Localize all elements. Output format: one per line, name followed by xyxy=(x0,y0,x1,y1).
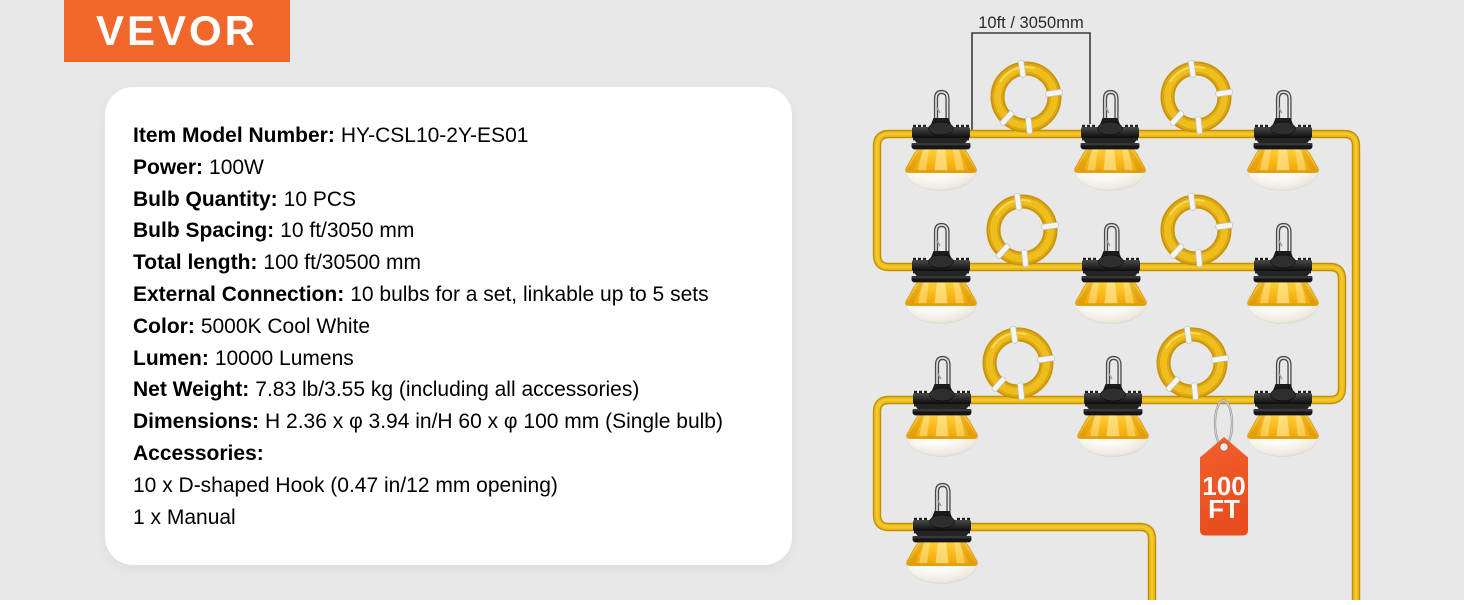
spec-value: 100 ft/30500 mm xyxy=(263,251,422,275)
spec-label: Total length: xyxy=(133,251,258,275)
spec-row: Bulb Spacing:10 ft/3050 mm xyxy=(133,215,768,247)
spec-value: 10 PCS xyxy=(283,187,357,211)
accessory-item: 1 x Manual xyxy=(133,505,236,529)
cable-coil xyxy=(1155,56,1237,138)
spec-value: 5000K Cool White xyxy=(200,314,371,338)
spec-label: Bulb Quantity: xyxy=(133,187,278,211)
tag-body xyxy=(1200,437,1248,536)
string-light-svg: 10ft / 3050mm xyxy=(872,14,1361,600)
spec-row: Total length:100 ft/30500 mm xyxy=(133,247,768,279)
spec-label: Dimensions: xyxy=(133,410,260,434)
spec-value: HY-CSL10-2Y-ES01 xyxy=(340,124,529,147)
spacing-label: 10ft / 3050mm xyxy=(978,14,1083,32)
spec-value: 100W xyxy=(209,155,264,179)
work-light xyxy=(907,358,978,457)
accessory-item: 10 x D-shaped Hook (0.47 in/12 mm openin… xyxy=(133,473,558,497)
spec-label: Color: xyxy=(133,314,195,338)
tag-length-value: 100 xyxy=(1202,471,1245,501)
work-light xyxy=(906,92,977,191)
cable-coil xyxy=(977,322,1059,404)
spec-value: 10 ft/3050 mm xyxy=(280,219,415,243)
spec-value: 10000 Lumens xyxy=(214,346,354,370)
cable-coil xyxy=(985,56,1067,138)
work-light xyxy=(1248,92,1319,191)
spec-row: Color:5000K Cool White xyxy=(133,311,768,343)
work-light xyxy=(907,485,978,584)
spec-row: External Connection:10 bulbs for a set, … xyxy=(133,279,768,311)
cable-coil xyxy=(1155,189,1237,271)
spec-row: Net Weight:7.83 lb/3.55 kg (including al… xyxy=(133,374,768,406)
work-light xyxy=(1078,358,1149,457)
cable-path xyxy=(872,129,1361,600)
spec-label: Bulb Spacing: xyxy=(133,219,275,243)
spec-label: Power: xyxy=(133,155,204,179)
spec-row: Dimensions:H 2.36 x φ 3.94 in/H 60 x φ 1… xyxy=(133,406,768,438)
cable-coil xyxy=(1151,322,1233,404)
spec-row: Item Model Number:HY-CSL10-2Y-ES01 xyxy=(133,120,768,152)
tag-hole-icon xyxy=(1219,442,1229,452)
spec-row: Power:100W xyxy=(133,152,768,184)
length-tag: 100 FT xyxy=(1200,399,1248,536)
work-light xyxy=(906,225,977,324)
spec-value: 10 bulbs for a set, linkable up to 5 set… xyxy=(350,282,709,306)
work-light xyxy=(1248,225,1319,324)
vevor-logo-text: VEVOR xyxy=(95,7,259,54)
spec-label: Accessories: xyxy=(133,441,264,465)
work-light xyxy=(1075,92,1146,191)
work-light xyxy=(1248,358,1319,457)
spec-row: Bulb Quantity:10 PCS xyxy=(133,184,768,216)
spec-label: Lumen: xyxy=(133,346,209,370)
spec-label: Item Model Number: xyxy=(133,124,335,147)
cable-coil xyxy=(981,189,1063,271)
string-light-illustration: 10ft / 3050mm xyxy=(850,0,1464,600)
spacing-dimension-marker: 10ft / 3050mm xyxy=(971,14,1091,131)
spec-row: Accessories: xyxy=(133,438,768,470)
spec-value: 7.83 lb/3.55 kg (including all accessori… xyxy=(255,378,640,402)
spec-label: External Connection: xyxy=(133,282,345,306)
spec-label: Net Weight: xyxy=(133,378,250,402)
work-light xyxy=(1076,225,1147,324)
spec-row: Lumen:10000 Lumens xyxy=(133,343,768,375)
tag-length-unit: FT xyxy=(1208,494,1240,524)
vevor-logo: VEVOR xyxy=(64,0,290,62)
spec-value: H 2.36 x φ 3.94 in/H 60 x φ 100 mm (Sing… xyxy=(265,410,723,434)
